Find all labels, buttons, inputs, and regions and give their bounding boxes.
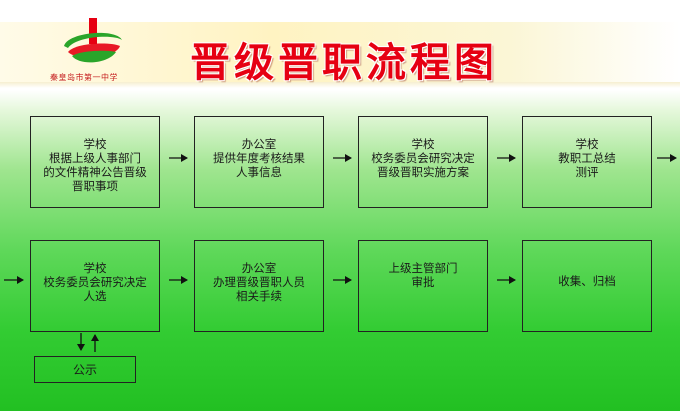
step-line: 相关手续 xyxy=(236,289,282,303)
step-line: 办理晋级晋职人员 xyxy=(213,275,305,289)
step-line: 审批 xyxy=(411,275,435,289)
step-line: 学校 xyxy=(83,137,107,151)
school-logo-icon xyxy=(64,18,122,63)
step-line: 收集、归档 xyxy=(558,274,616,288)
step-line: 学校 xyxy=(575,137,599,151)
page-title: 晋级晋职流程图 xyxy=(190,39,498,86)
publicity-box: 公示 xyxy=(34,356,136,383)
publicity-label: 公示 xyxy=(72,363,97,377)
step-line: 教职工总结 xyxy=(558,151,616,165)
school-name: 秦皇岛市第一中学 xyxy=(50,73,118,82)
step-line: 校务委员会研究决定 xyxy=(43,275,147,289)
step-line: 学校 xyxy=(83,261,107,275)
step-line: 办公室 xyxy=(241,137,277,151)
step-box-3: 学校 校务委员会研究决定 晋级晋职实施方案 xyxy=(358,116,488,208)
step-box-2: 办公室 提供年度考核结果 人事信息 xyxy=(194,116,324,208)
step-line: 人事信息 xyxy=(236,165,282,179)
step-line: 的文件精神公告晋级 xyxy=(43,165,147,179)
step-line: 办公室 xyxy=(241,261,277,275)
step-line: 学校 xyxy=(411,137,435,151)
step-line: 校务委员会研究决定 xyxy=(371,151,475,165)
step-box-7: 上级主管部门 审批 xyxy=(358,240,488,332)
step-box-6: 办公室 办理晋级晋职人员 相关手续 xyxy=(194,240,324,332)
step-box-5: 学校 校务委员会研究决定 人选 xyxy=(30,240,160,332)
step-box-4: 学校 教职工总结 测评 xyxy=(522,116,652,208)
step-line: 晋职事项 xyxy=(72,179,118,193)
step-line: 晋级晋职实施方案 xyxy=(377,165,469,179)
step-line: 提供年度考核结果 xyxy=(213,151,305,165)
step-box-1: 学校 根据上级人事部门 的文件精神公告晋级 晋职事项 xyxy=(30,116,160,208)
step-box-8: 收集、归档 xyxy=(522,240,652,332)
step-line: 人选 xyxy=(83,289,107,303)
step-line: 测评 xyxy=(575,165,599,179)
step-line: 根据上级人事部门 xyxy=(49,151,141,165)
step-line: 上级主管部门 xyxy=(388,261,458,275)
